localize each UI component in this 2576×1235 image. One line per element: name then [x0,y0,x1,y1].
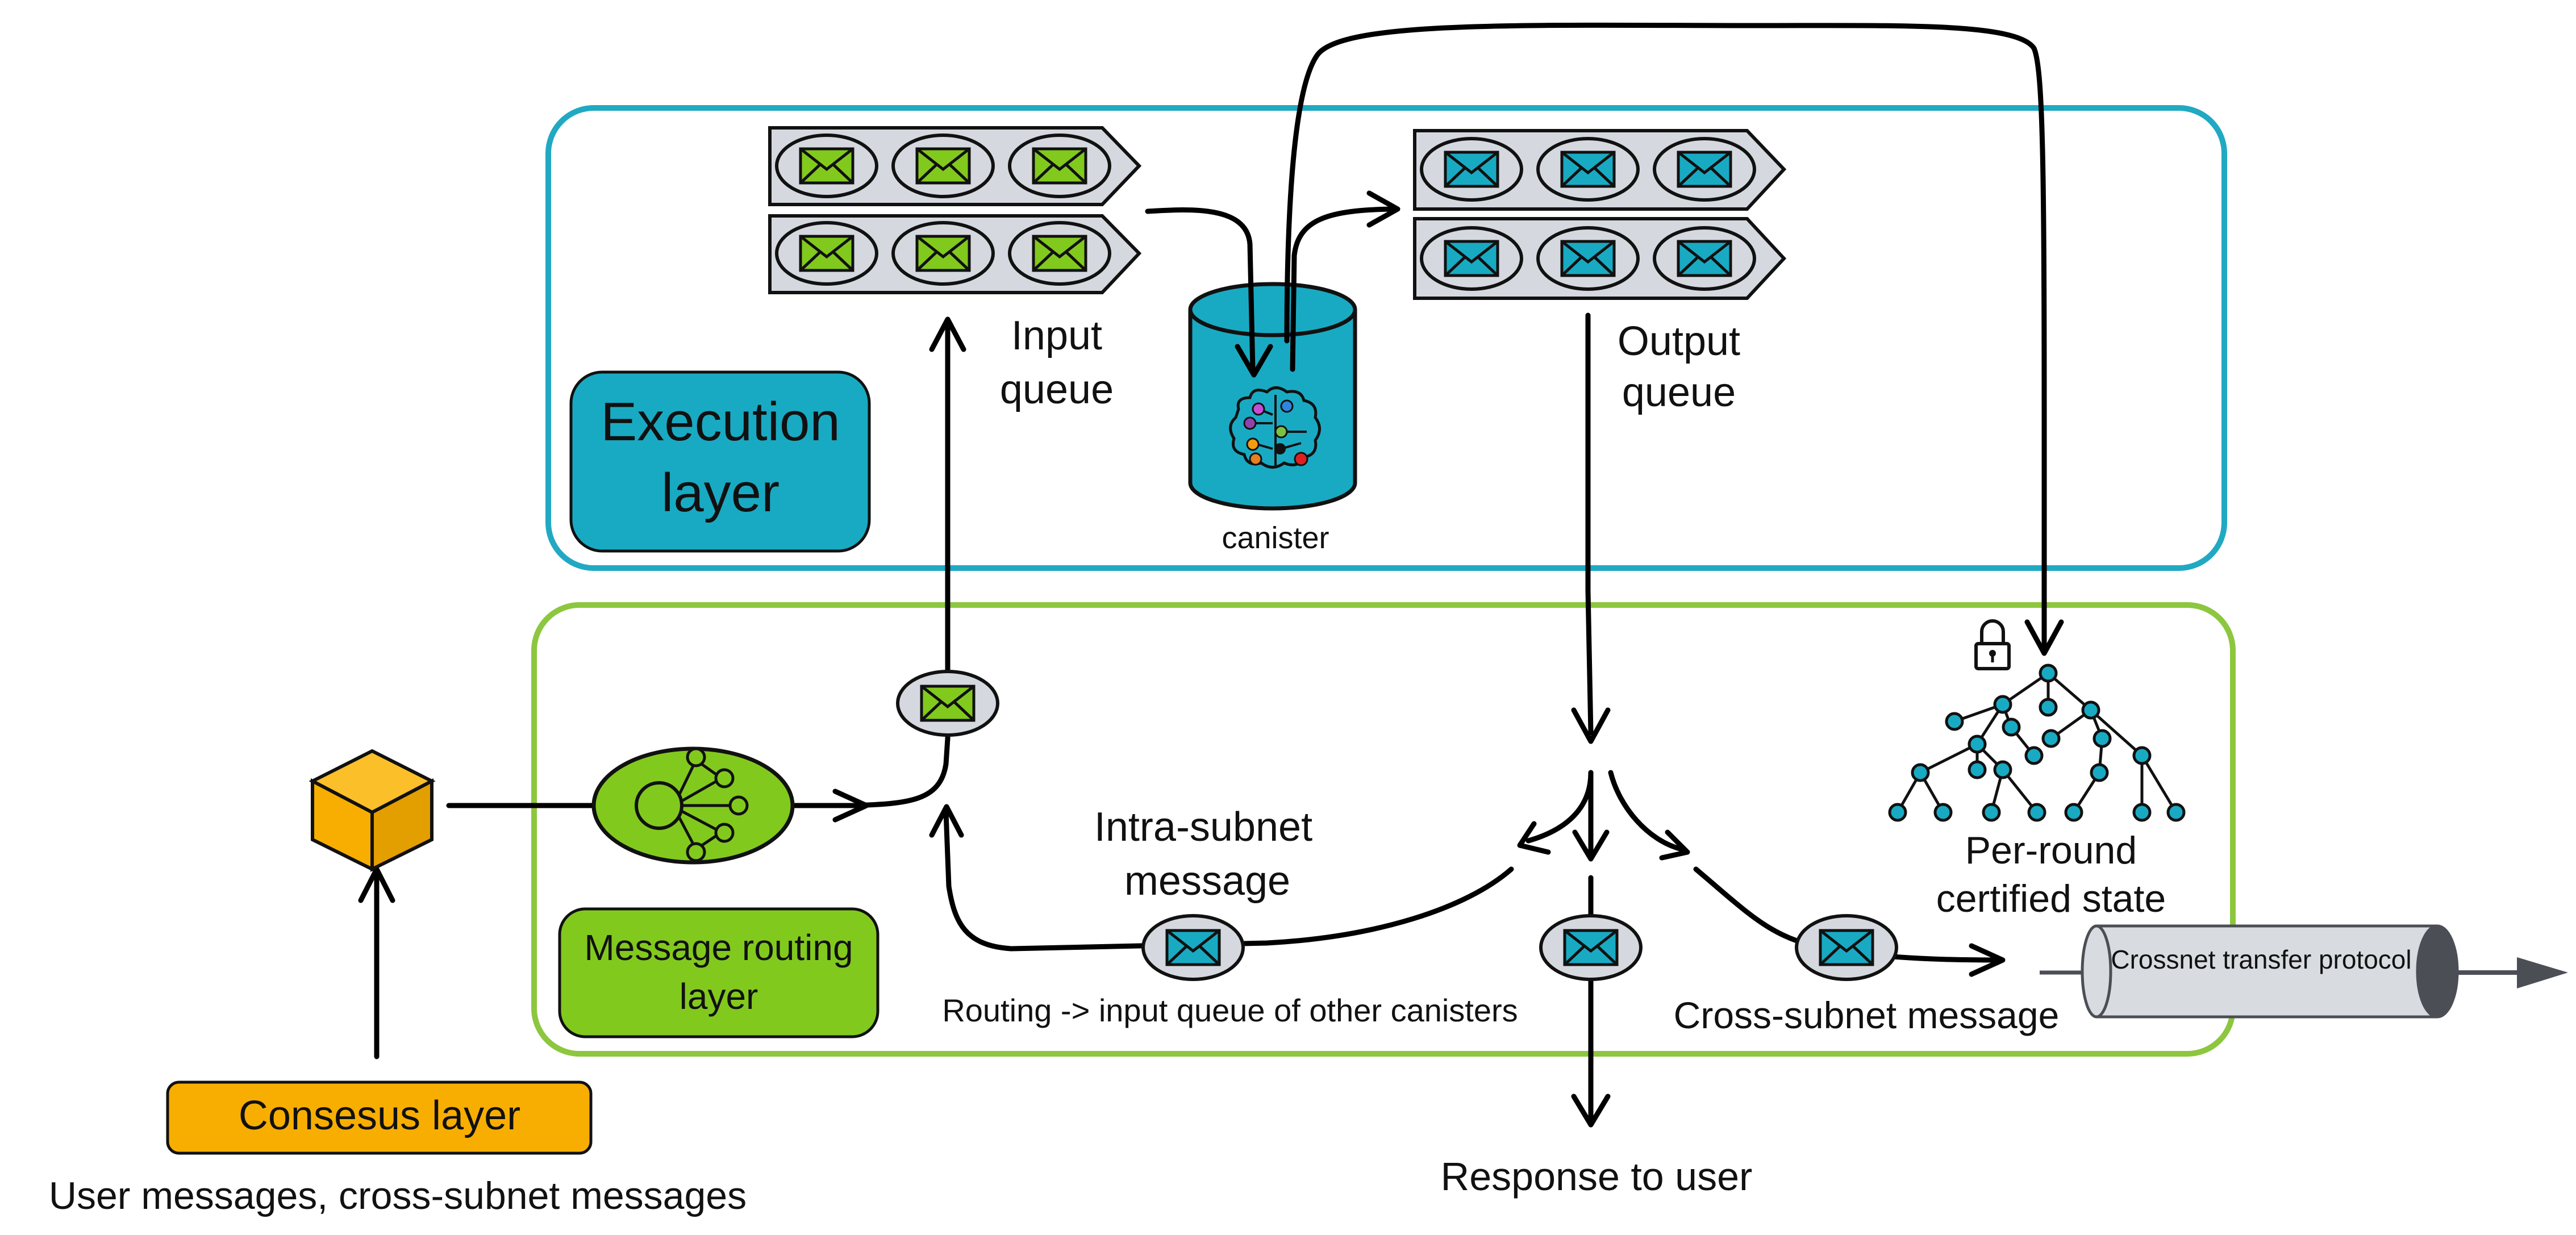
routing-layer-label-line1: Message routing [584,927,853,968]
output-queue [1413,129,1787,300]
envelope-icon [1422,139,1522,200]
envelope-icon [777,135,877,197]
split-right-branch [1608,770,1685,852]
user-messages-label: User messages, cross-subnet messages [49,1174,747,1217]
cube-icon [309,749,436,872]
envelope-icon [1010,223,1110,284]
envelope-icon [898,671,998,735]
input-to-canister-arrow [1145,207,1256,372]
intra-subnet-label-line2: message [1124,858,1290,904]
envelope-icon [1010,135,1110,197]
execution-layer-label-line2: layer [661,462,780,523]
output-queue-label-line2: queue [1622,370,1736,415]
crossnet-pipe-label: Crossnet transfer protocol [2111,945,2411,974]
consensus-layer-badge: Consesus layer [166,1080,593,1155]
certified-state-label-line1: Per-round [1965,829,2137,872]
envelope-icon [1541,916,1641,979]
pool-to-input-queue-arrow [849,321,951,808]
envelope-icon [1796,916,1896,979]
canister-label: canister [1222,521,1329,555]
canister [1188,282,1357,511]
input-queue-label-line1: Input [1011,313,1102,358]
execution-layer-label-line1: Execution [601,391,840,452]
response-label: Response to user [1441,1154,1753,1199]
message-routing-layer-badge: Message routing layer [558,907,879,1038]
canister-to-state-arrow [1284,22,2047,650]
canister-to-output-arrow [1290,206,1395,372]
split-left-branch [1525,770,1594,844]
envelope-icon [1654,139,1754,200]
certified-state-label-line2: certified state [1936,877,2166,920]
envelope-icon [1538,139,1638,200]
lock-icon [1974,619,2011,670]
network-node-icon [591,746,795,865]
envelope-icon [777,223,877,284]
intra-subnet-label-line1: Intra-subnet [1094,804,1312,850]
input-queue [768,126,1142,294]
intra-subnet-arrow [943,810,1514,952]
cross-subnet-label: Cross-subnet message [1674,994,2060,1036]
output-queue-label-line1: Output [1618,319,1740,364]
execution-layer-panel [545,105,2227,571]
envelope-icon [1538,228,1638,289]
envelope-icon [893,135,993,197]
envelope-icon [1654,228,1754,289]
merkle-tree-icon [1888,664,2186,822]
output-to-router-arrow [1585,312,1594,736]
circuit-brain-icon [1229,386,1321,469]
input-queue-label-line2: queue [1000,367,1114,412]
envelope-icon [1143,916,1243,979]
routing-layer-label-line2: layer [680,976,758,1017]
crossnet-transfer-pipe: Crossnet transfer protocol [2040,924,2568,1019]
routing-note-label: Routing -> input queue of other canister… [942,992,1518,1028]
envelope-icon [1422,228,1522,289]
envelope-icon [893,223,993,284]
consensus-layer-label: Consesus layer [239,1093,520,1138]
message-routing-layer-panel [531,602,2236,1057]
execution-layer-badge: Execution layer [569,370,871,553]
